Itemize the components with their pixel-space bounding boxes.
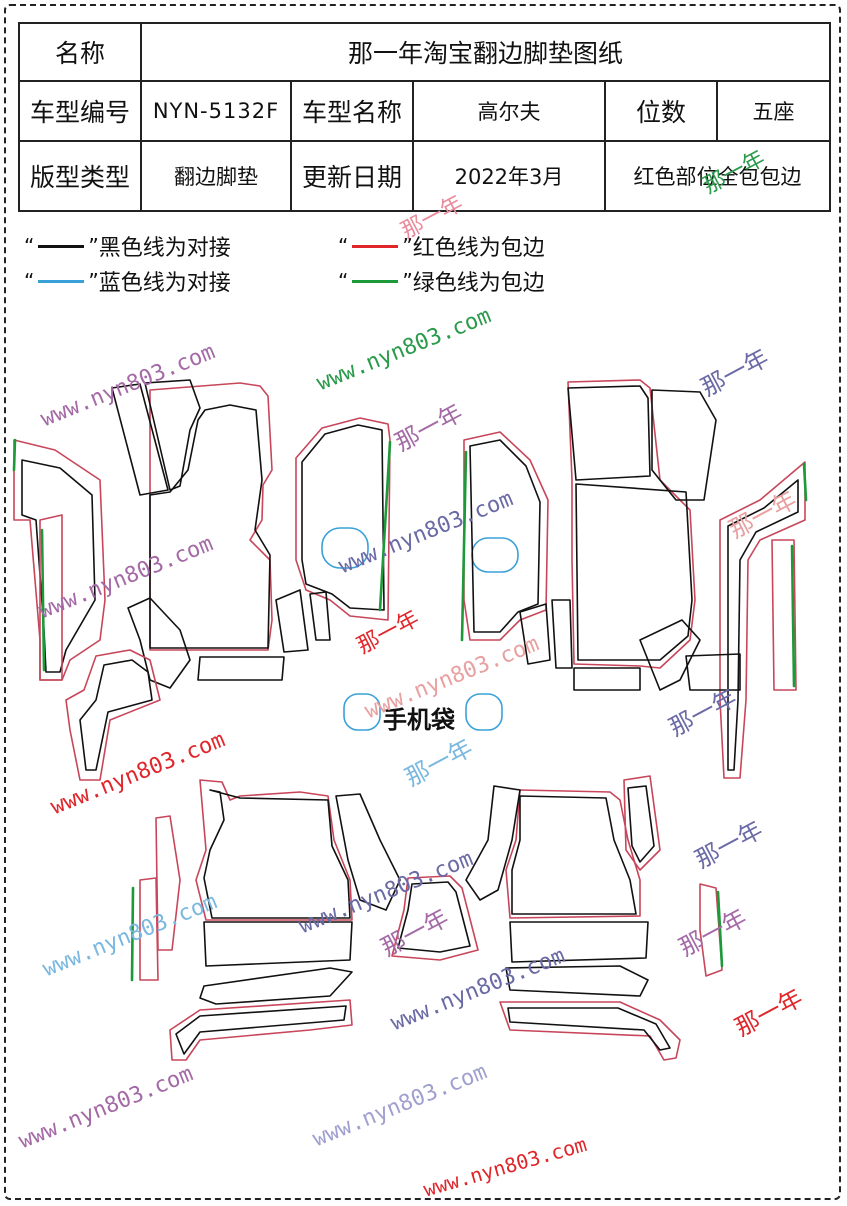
front-left-mat (111, 379, 285, 689)
legend-red-text: 红色线为包边 (412, 236, 545, 261)
legend-blue-text: 蓝色线为对接 (98, 271, 231, 296)
legend-green-text: 绿色线为包边 (412, 271, 545, 296)
phone-pocket-label: 手机袋 (383, 706, 455, 734)
rear-center-tunnel (391, 875, 479, 961)
legend-black: “” 黑色线为对接 (24, 230, 231, 262)
rear-right-mat (465, 775, 724, 1061)
legend-green: “” 绿色线为包边 (338, 265, 545, 297)
model-code-value: NYN-5132F (140, 80, 292, 142)
phone-pockets (321, 527, 519, 731)
sheet-border (4, 4, 841, 1200)
legend-black-text: 黑色线为对接 (98, 236, 231, 261)
model-name-value: 高尔夫 (412, 80, 606, 142)
info-table: 名称 那一年淘宝翻边脚垫图纸 车型编号 NYN-5132F 车型名称 高尔夫 位… (18, 22, 832, 212)
rear-left-mat (130, 779, 401, 1061)
note-value: 红色部位全包包边 (603, 140, 832, 212)
legend-blue: “” 蓝色线为对接 (24, 265, 231, 297)
seats-label: 位数 (604, 80, 718, 142)
front-right-mat (567, 379, 717, 691)
front-center-left-mat (275, 417, 392, 653)
pattern-type-value: 翻边脚垫 (140, 140, 292, 212)
legend-red: “” 红色线为包边 (338, 230, 545, 262)
model-name-label: 车型名称 (290, 80, 414, 142)
name-label: 名称 (18, 22, 142, 82)
front-center-right-mat (460, 431, 573, 669)
update-date-label: 更新日期 (290, 140, 414, 212)
update-date-value: 2022年3月 (412, 140, 606, 212)
left-bottom-strip (65, 649, 161, 781)
right-side-strip (685, 461, 808, 779)
pattern-type-label: 版型类型 (18, 140, 142, 212)
seats-value: 五座 (715, 80, 832, 142)
name-value: 那一年淘宝翻边脚垫图纸 (139, 22, 832, 82)
left-side-strip (12, 438, 106, 681)
model-code-label: 车型编号 (18, 80, 142, 142)
